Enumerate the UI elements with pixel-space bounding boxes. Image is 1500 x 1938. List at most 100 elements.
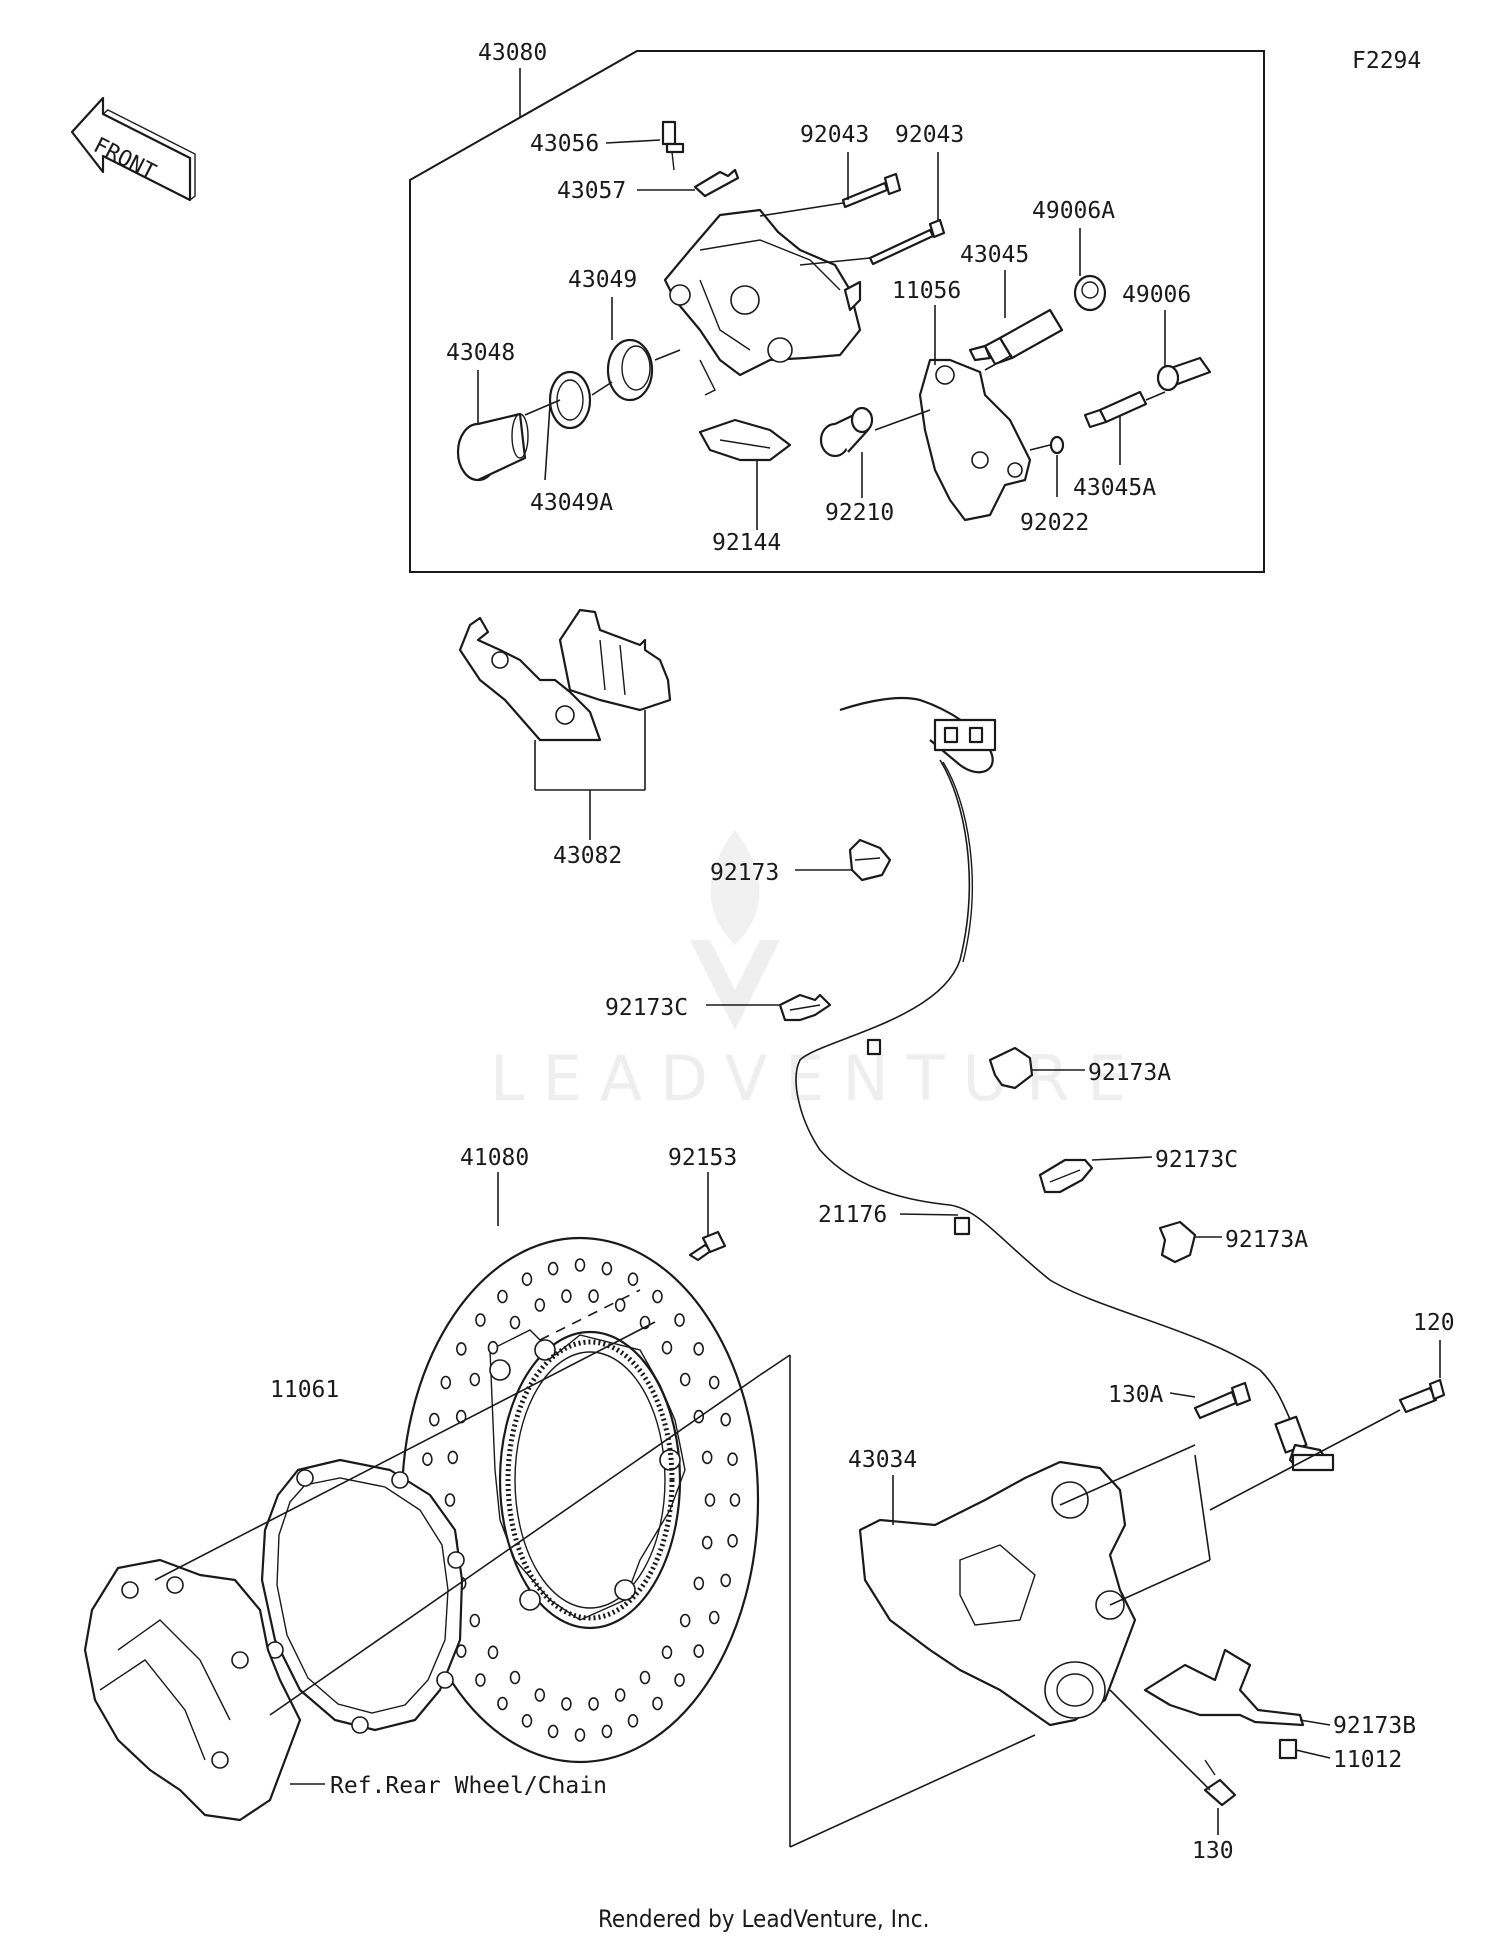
disc-hole bbox=[652, 1696, 663, 1711]
disc-hole bbox=[727, 1534, 738, 1548]
label-92153: 92153 bbox=[668, 1145, 737, 1171]
disc-hole bbox=[708, 1610, 720, 1625]
caliper-pins bbox=[841, 172, 946, 266]
disc-hole bbox=[428, 1412, 440, 1427]
disc-hole bbox=[627, 1272, 639, 1286]
disc-hole bbox=[469, 1613, 481, 1628]
label-43048: 43048 bbox=[446, 340, 515, 366]
disc-hole bbox=[588, 1697, 599, 1711]
disc-hole bbox=[521, 1714, 533, 1728]
label-92043-b: 92043 bbox=[895, 122, 964, 148]
disc-hole bbox=[701, 1535, 713, 1550]
label-92173A-lower: 92173A bbox=[1225, 1227, 1308, 1253]
label-92210: 92210 bbox=[825, 500, 894, 526]
label-43056: 43056 bbox=[530, 131, 599, 157]
label-92043-a: 92043 bbox=[800, 122, 869, 148]
washer-92022 bbox=[1049, 435, 1065, 455]
label-92173C-lower: 92173C bbox=[1155, 1147, 1238, 1173]
pad-spring-92144 bbox=[698, 418, 792, 462]
disc-hole bbox=[720, 1573, 732, 1588]
boot-49006A bbox=[1073, 274, 1107, 312]
label-11061: 11061 bbox=[270, 1377, 339, 1403]
disc-hole bbox=[708, 1375, 720, 1390]
label-130A: 130A bbox=[1108, 1382, 1164, 1408]
disc-hole bbox=[521, 1272, 533, 1286]
piston-43048 bbox=[456, 412, 529, 482]
disc-hole bbox=[475, 1673, 486, 1687]
seal-43049 bbox=[606, 338, 654, 402]
label-43080: 43080 bbox=[478, 40, 547, 66]
label-92144: 92144 bbox=[712, 530, 781, 556]
label-92022: 92022 bbox=[1020, 510, 1089, 536]
bracket-92173B bbox=[1143, 1648, 1305, 1727]
bolt-92153 bbox=[688, 1230, 727, 1262]
leaders-upper bbox=[477, 139, 1166, 530]
disc-hole bbox=[422, 1452, 433, 1466]
watermark: LEADVENTURE bbox=[490, 830, 1144, 1115]
clamp-92173A-lower bbox=[1158, 1220, 1197, 1264]
disc-hole bbox=[627, 1714, 639, 1728]
disc-hole bbox=[534, 1298, 546, 1312]
disc-hole bbox=[487, 1645, 499, 1660]
disc-hole bbox=[547, 1261, 559, 1276]
bleeder-valve bbox=[661, 120, 685, 171]
bracket-11056 bbox=[918, 358, 1032, 522]
disc-hole bbox=[561, 1697, 572, 1711]
bolt-130A bbox=[1193, 1381, 1252, 1420]
disc-hole bbox=[547, 1724, 559, 1739]
clamp-92173 bbox=[848, 838, 892, 882]
disc-hole bbox=[693, 1342, 705, 1356]
disc-hole bbox=[679, 1613, 691, 1628]
label-92173C-upper: 92173C bbox=[605, 995, 688, 1021]
label-43057: 43057 bbox=[557, 178, 626, 204]
label-43045A: 43045A bbox=[1073, 475, 1156, 501]
disc-holes bbox=[419, 1258, 741, 1742]
wheel-hub-ref bbox=[83, 1558, 302, 1822]
brake-pads-43082 bbox=[458, 608, 672, 840]
label-92173: 92173 bbox=[710, 860, 779, 886]
abs-tone-ring bbox=[505, 1339, 675, 1621]
disc-hole bbox=[534, 1688, 546, 1702]
part-labels: 43080 43056 43057 92043 92043 49006A 430… bbox=[270, 40, 1455, 1864]
disc-hole bbox=[509, 1315, 521, 1330]
assembly-lines-disc bbox=[154, 1289, 1036, 1848]
label-49006: 49006 bbox=[1122, 282, 1191, 308]
disc-hole bbox=[497, 1696, 508, 1711]
gasket-11061 bbox=[260, 1458, 465, 1734]
disc-hole bbox=[444, 1493, 456, 1507]
caliper-bracket-43034 bbox=[858, 1460, 1137, 1727]
disc-hole bbox=[727, 1452, 738, 1466]
label-49006A: 49006A bbox=[1032, 198, 1115, 224]
abs-sensor-harness-21176 bbox=[795, 696, 1335, 1472]
disc-hole bbox=[704, 1493, 716, 1507]
leaders-middle bbox=[497, 869, 1222, 1238]
disc-hole bbox=[497, 1289, 508, 1304]
reference-label: Ref.Rear Wheel/Chain bbox=[330, 1773, 607, 1799]
clamp-92173C-lower bbox=[1038, 1158, 1094, 1194]
sleeve-92210 bbox=[819, 406, 874, 458]
pin-43045A bbox=[1083, 390, 1148, 429]
disc-hole bbox=[639, 1670, 651, 1685]
disc-hole bbox=[674, 1673, 685, 1687]
pin-43045 bbox=[968, 308, 1064, 366]
disc-hole bbox=[652, 1289, 663, 1304]
label-130: 130 bbox=[1192, 1838, 1234, 1864]
label-43049A: 43049A bbox=[530, 490, 613, 516]
watermark-text: LEADVENTURE bbox=[490, 1042, 1144, 1115]
disc-hole bbox=[469, 1372, 481, 1387]
caliper-body bbox=[663, 208, 862, 396]
clamp-92173C-upper bbox=[778, 993, 832, 1022]
label-43034: 43034 bbox=[848, 1447, 917, 1473]
disc-hole bbox=[475, 1313, 486, 1327]
disc-hole bbox=[720, 1412, 732, 1427]
footer-credit: Rendered by LeadVenture, Inc. bbox=[598, 1905, 929, 1933]
disc-hole bbox=[601, 1261, 613, 1276]
disc-hole bbox=[561, 1289, 572, 1303]
disc-hole bbox=[588, 1289, 599, 1303]
disc-hole bbox=[661, 1645, 673, 1660]
disc-hole bbox=[614, 1688, 626, 1702]
clamp-92173A-upper bbox=[988, 1046, 1034, 1090]
disc-hole bbox=[693, 1576, 705, 1591]
disc-hole bbox=[674, 1313, 685, 1327]
